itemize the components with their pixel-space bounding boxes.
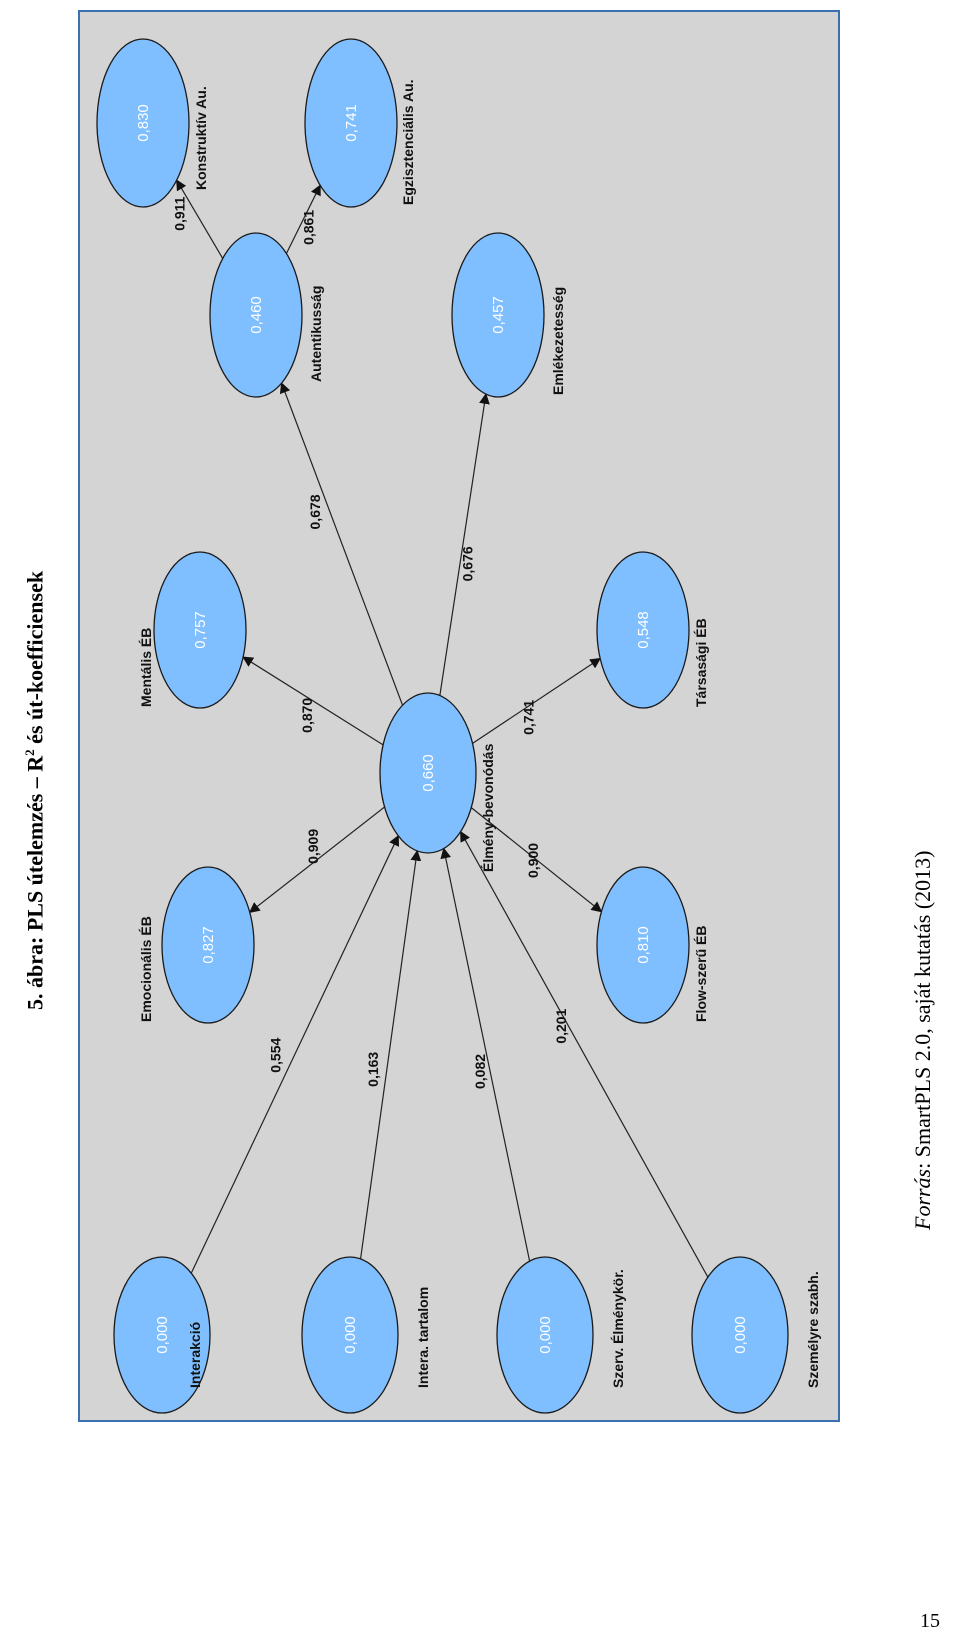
construct-node-szemelyre-szabh: 0,000 Személyre szabh. — [691, 1256, 821, 1414]
r-squared-value: 0,000 — [732, 1316, 749, 1354]
path-coefficient: 0,870 — [299, 698, 315, 733]
construct-node-interakcio: 0,000 Interakció — [113, 1256, 211, 1414]
page-number: 15 — [920, 1610, 940, 1632]
construct-ellipse — [96, 38, 190, 208]
r-squared-value: 0,000 — [154, 1316, 171, 1354]
construct-label: Intera. tartalom — [415, 1287, 431, 1388]
path-arrow-elmeny-bevonodas-to-emocionalis-eb — [248, 806, 385, 914]
path-arrow-autentikussag-to-egzisztencialis-au — [285, 184, 321, 254]
construct-ellipse — [451, 232, 545, 398]
construct-label: Emlékezetesség — [550, 287, 566, 395]
path-arrow-intera-tartalom-to-elmeny-bevonodas — [359, 849, 422, 1259]
r-squared-value: 0,660 — [420, 754, 437, 792]
construct-label: Egzisztenciális Au. — [400, 79, 416, 205]
path-arrow-autentikussag-to-konstruktiv-au — [176, 179, 224, 259]
construct-ellipse — [596, 866, 690, 1024]
construct-node-flow-szeru-eb: 0,810 Flow-szerű ÉB — [596, 866, 709, 1024]
path-arrow-elmeny-bevonodas-to-mentalis-eb — [242, 656, 384, 746]
construct-ellipse — [209, 232, 303, 398]
path-coefficient: 0,678 — [307, 494, 323, 529]
construct-label: Szerv. Élménykör. — [610, 1269, 626, 1388]
r-squared-value: 0,000 — [537, 1316, 554, 1354]
construct-label: Élmény-bevonódás — [480, 743, 496, 872]
construct-ellipse — [691, 1256, 789, 1414]
r-squared-value: 0,457 — [490, 296, 507, 334]
construct-node-autentikussag: 0,460 Autentikusság — [209, 232, 324, 398]
construct-label: Flow-szerű ÉB — [693, 926, 709, 1022]
construct-node-konstruktiv-au: 0,830 Konstruktív Au. — [96, 38, 209, 208]
construct-label: Személyre szabh. — [805, 1271, 821, 1388]
path-coefficient: 0,163 — [365, 1052, 381, 1087]
path-coefficient: 0,201 — [553, 1008, 569, 1043]
r-squared-value: 0,830 — [135, 104, 152, 142]
r-squared-value: 0,810 — [635, 926, 652, 964]
path-arrow-elmeny-bevonodas-to-autentikussag — [279, 382, 404, 706]
construct-node-emlekezetesseg: 0,457 Emlékezetesség — [451, 232, 566, 398]
construct-ellipse — [379, 692, 477, 854]
r-squared-value: 0,548 — [635, 611, 652, 649]
path-coefficient: 0,741 — [521, 700, 537, 735]
construct-ellipse — [153, 551, 247, 709]
r-squared-value: 0,827 — [200, 926, 217, 964]
construct-ellipse — [161, 866, 255, 1024]
construct-label: Emocionális ÉB — [138, 916, 154, 1022]
construct-label: Konstruktív Au. — [193, 86, 209, 190]
construct-ellipse — [113, 1256, 211, 1414]
path-arrow-szemelyre-szabh-to-elmeny-bevonodas — [460, 830, 709, 1278]
path-arrow-elmeny-bevonodas-to-emlekezetesseg — [439, 393, 490, 696]
path-coefficient: 0,082 — [472, 1054, 488, 1089]
r-squared-value: 0,757 — [192, 611, 209, 649]
path-coefficient: 0,911 — [171, 196, 187, 230]
path-coefficient: 0,909 — [305, 829, 321, 864]
construct-node-emocionalis-eb: 0,827 Emocionális ÉB — [138, 866, 255, 1024]
construct-ellipse — [496, 1256, 594, 1414]
path-coefficient: 0,554 — [268, 1038, 284, 1073]
path-coefficient: 0,861 — [300, 210, 316, 245]
figure-title: 5. ábra: PLS útelemzés – R2 és út-koeffi… — [22, 570, 48, 1010]
path-arrow-interakcio-to-elmeny-bevonodas — [190, 834, 399, 1274]
construct-label: Autentikusság — [308, 286, 324, 382]
construct-ellipse — [596, 551, 690, 709]
construct-label: Interakció — [187, 1322, 203, 1388]
r-squared-value: 0,741 — [343, 104, 360, 142]
r-squared-value: 0,460 — [248, 296, 265, 334]
construct-node-intera-tartalom: 0,000 Intera. tartalom — [301, 1256, 431, 1414]
path-arrow-elmeny-bevonodas-to-flow-szeru-eb — [470, 807, 603, 913]
construct-node-szerv-elmenykor: 0,000 Szerv. Élménykör. — [496, 1256, 626, 1414]
path-arrow-szerv-elmenykor-to-elmeny-bevonodas — [440, 847, 531, 1262]
path-coefficient: 0,676 — [460, 546, 476, 581]
path-coefficient: 0,900 — [525, 843, 541, 878]
construct-node-elmeny-bevonodas: 0,660 Élmény-bevonódás — [379, 692, 496, 872]
r-squared-value: 0,000 — [342, 1316, 359, 1354]
construct-ellipse — [304, 38, 398, 208]
path-arrow-elmeny-bevonodas-to-tarsasagi-eb — [472, 657, 602, 744]
construct-ellipse — [301, 1256, 399, 1414]
source-caption: Forrás: SmartPLS 2.0, saját kutatás (201… — [910, 850, 935, 1230]
construct-label: Mentális ÉB — [138, 628, 154, 707]
construct-node-mentalis-eb: 0,757 Mentális ÉB — [138, 551, 247, 709]
construct-node-egzisztencialis-au: 0,741 Egzisztenciális Au. — [304, 38, 416, 208]
path-model-diagram: 0,554 0,163 0,082 0,201 0,909 0,870 0,900 0,741… — [96, 38, 821, 1414]
construct-node-tarsasagi-eb: 0,548 Társasági ÉB — [596, 551, 709, 709]
construct-label: Társasági ÉB — [693, 618, 709, 707]
